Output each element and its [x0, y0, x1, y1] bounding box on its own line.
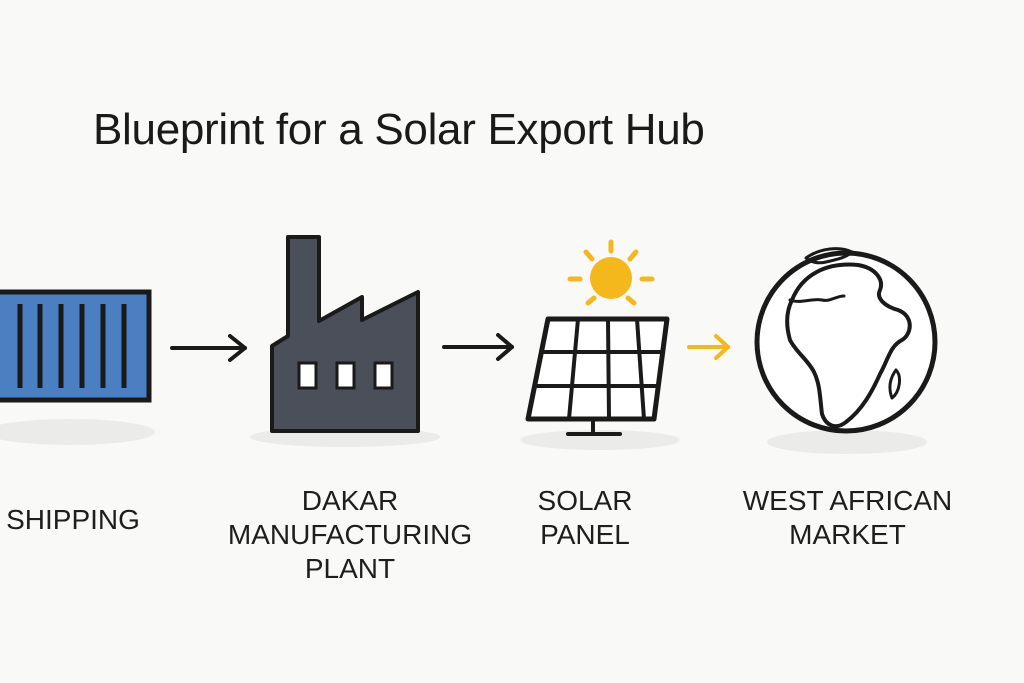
arrow-2-icon [442, 333, 514, 361]
container-shadow [0, 419, 155, 445]
solar-panel-icon [525, 316, 670, 436]
globe-shadow [767, 430, 927, 454]
globe-africa-icon [754, 247, 938, 434]
arrow-3-icon [687, 334, 730, 360]
step-label-west-african-market: WEST AFRICAN MARKET [742, 485, 953, 550]
factory-icon [270, 235, 420, 433]
step-label-shipping: SHIPPING [6, 504, 140, 535]
step-label-manufacturing-plant: DAKAR MANUFACTURING PLANT [227, 485, 473, 584]
step-label-solar-panel: SOLAR PANEL [537, 485, 633, 550]
shipping-container-icon [0, 289, 152, 403]
panel-shadow [520, 430, 680, 450]
page-title: Blueprint for a Solar Export Hub [93, 105, 705, 154]
sun-icon [567, 239, 655, 306]
arrow-1-icon [170, 334, 247, 362]
